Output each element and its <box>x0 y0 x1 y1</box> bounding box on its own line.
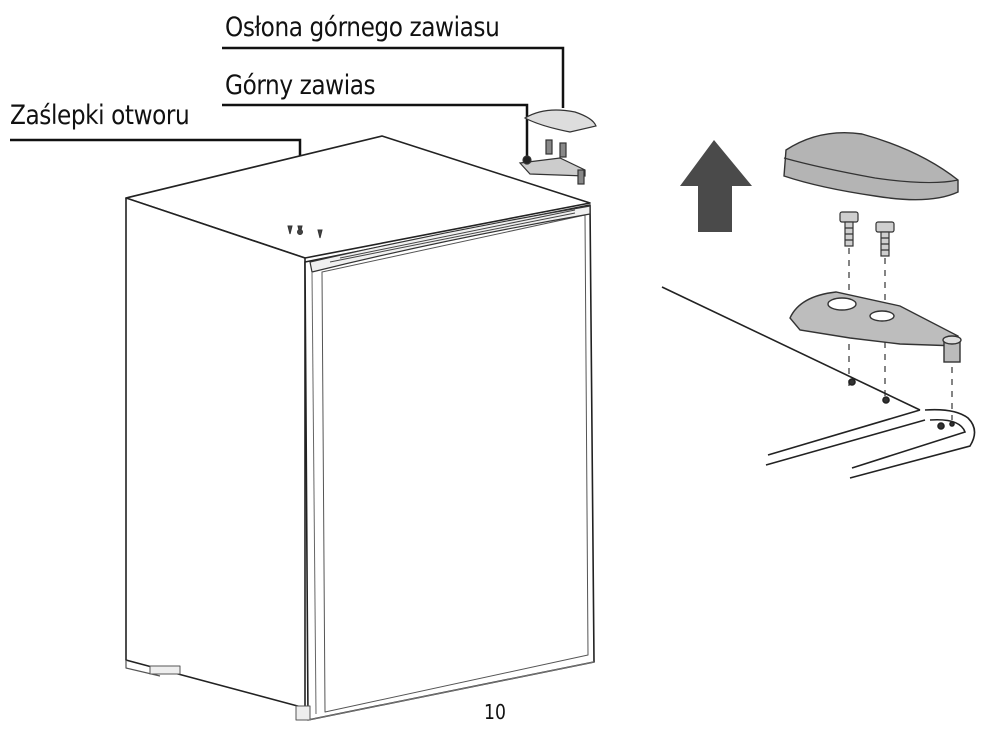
label-hole-caps: Zaślepki otworu <box>10 100 190 131</box>
label-top-hinge: Górny zawias <box>225 70 376 101</box>
top-hinge-large <box>789 291 962 363</box>
refrigerator <box>125 135 595 721</box>
leader-top-hinge <box>222 103 529 160</box>
top-hinge-cover-large <box>783 132 959 201</box>
page-number: 10 <box>484 700 506 724</box>
detail-fridge-top <box>661 286 976 479</box>
arrow-up-icon <box>680 140 752 232</box>
label-top-hinge-cover: Osłona górnego zawiasu <box>225 12 500 43</box>
hinge-screws <box>839 211 895 257</box>
top-hinge-small <box>518 139 586 185</box>
fridge-side <box>125 197 306 709</box>
hole-caps <box>287 225 323 239</box>
leader-hinge-cover <box>222 46 565 108</box>
top-hinge-cover-small <box>523 109 597 133</box>
